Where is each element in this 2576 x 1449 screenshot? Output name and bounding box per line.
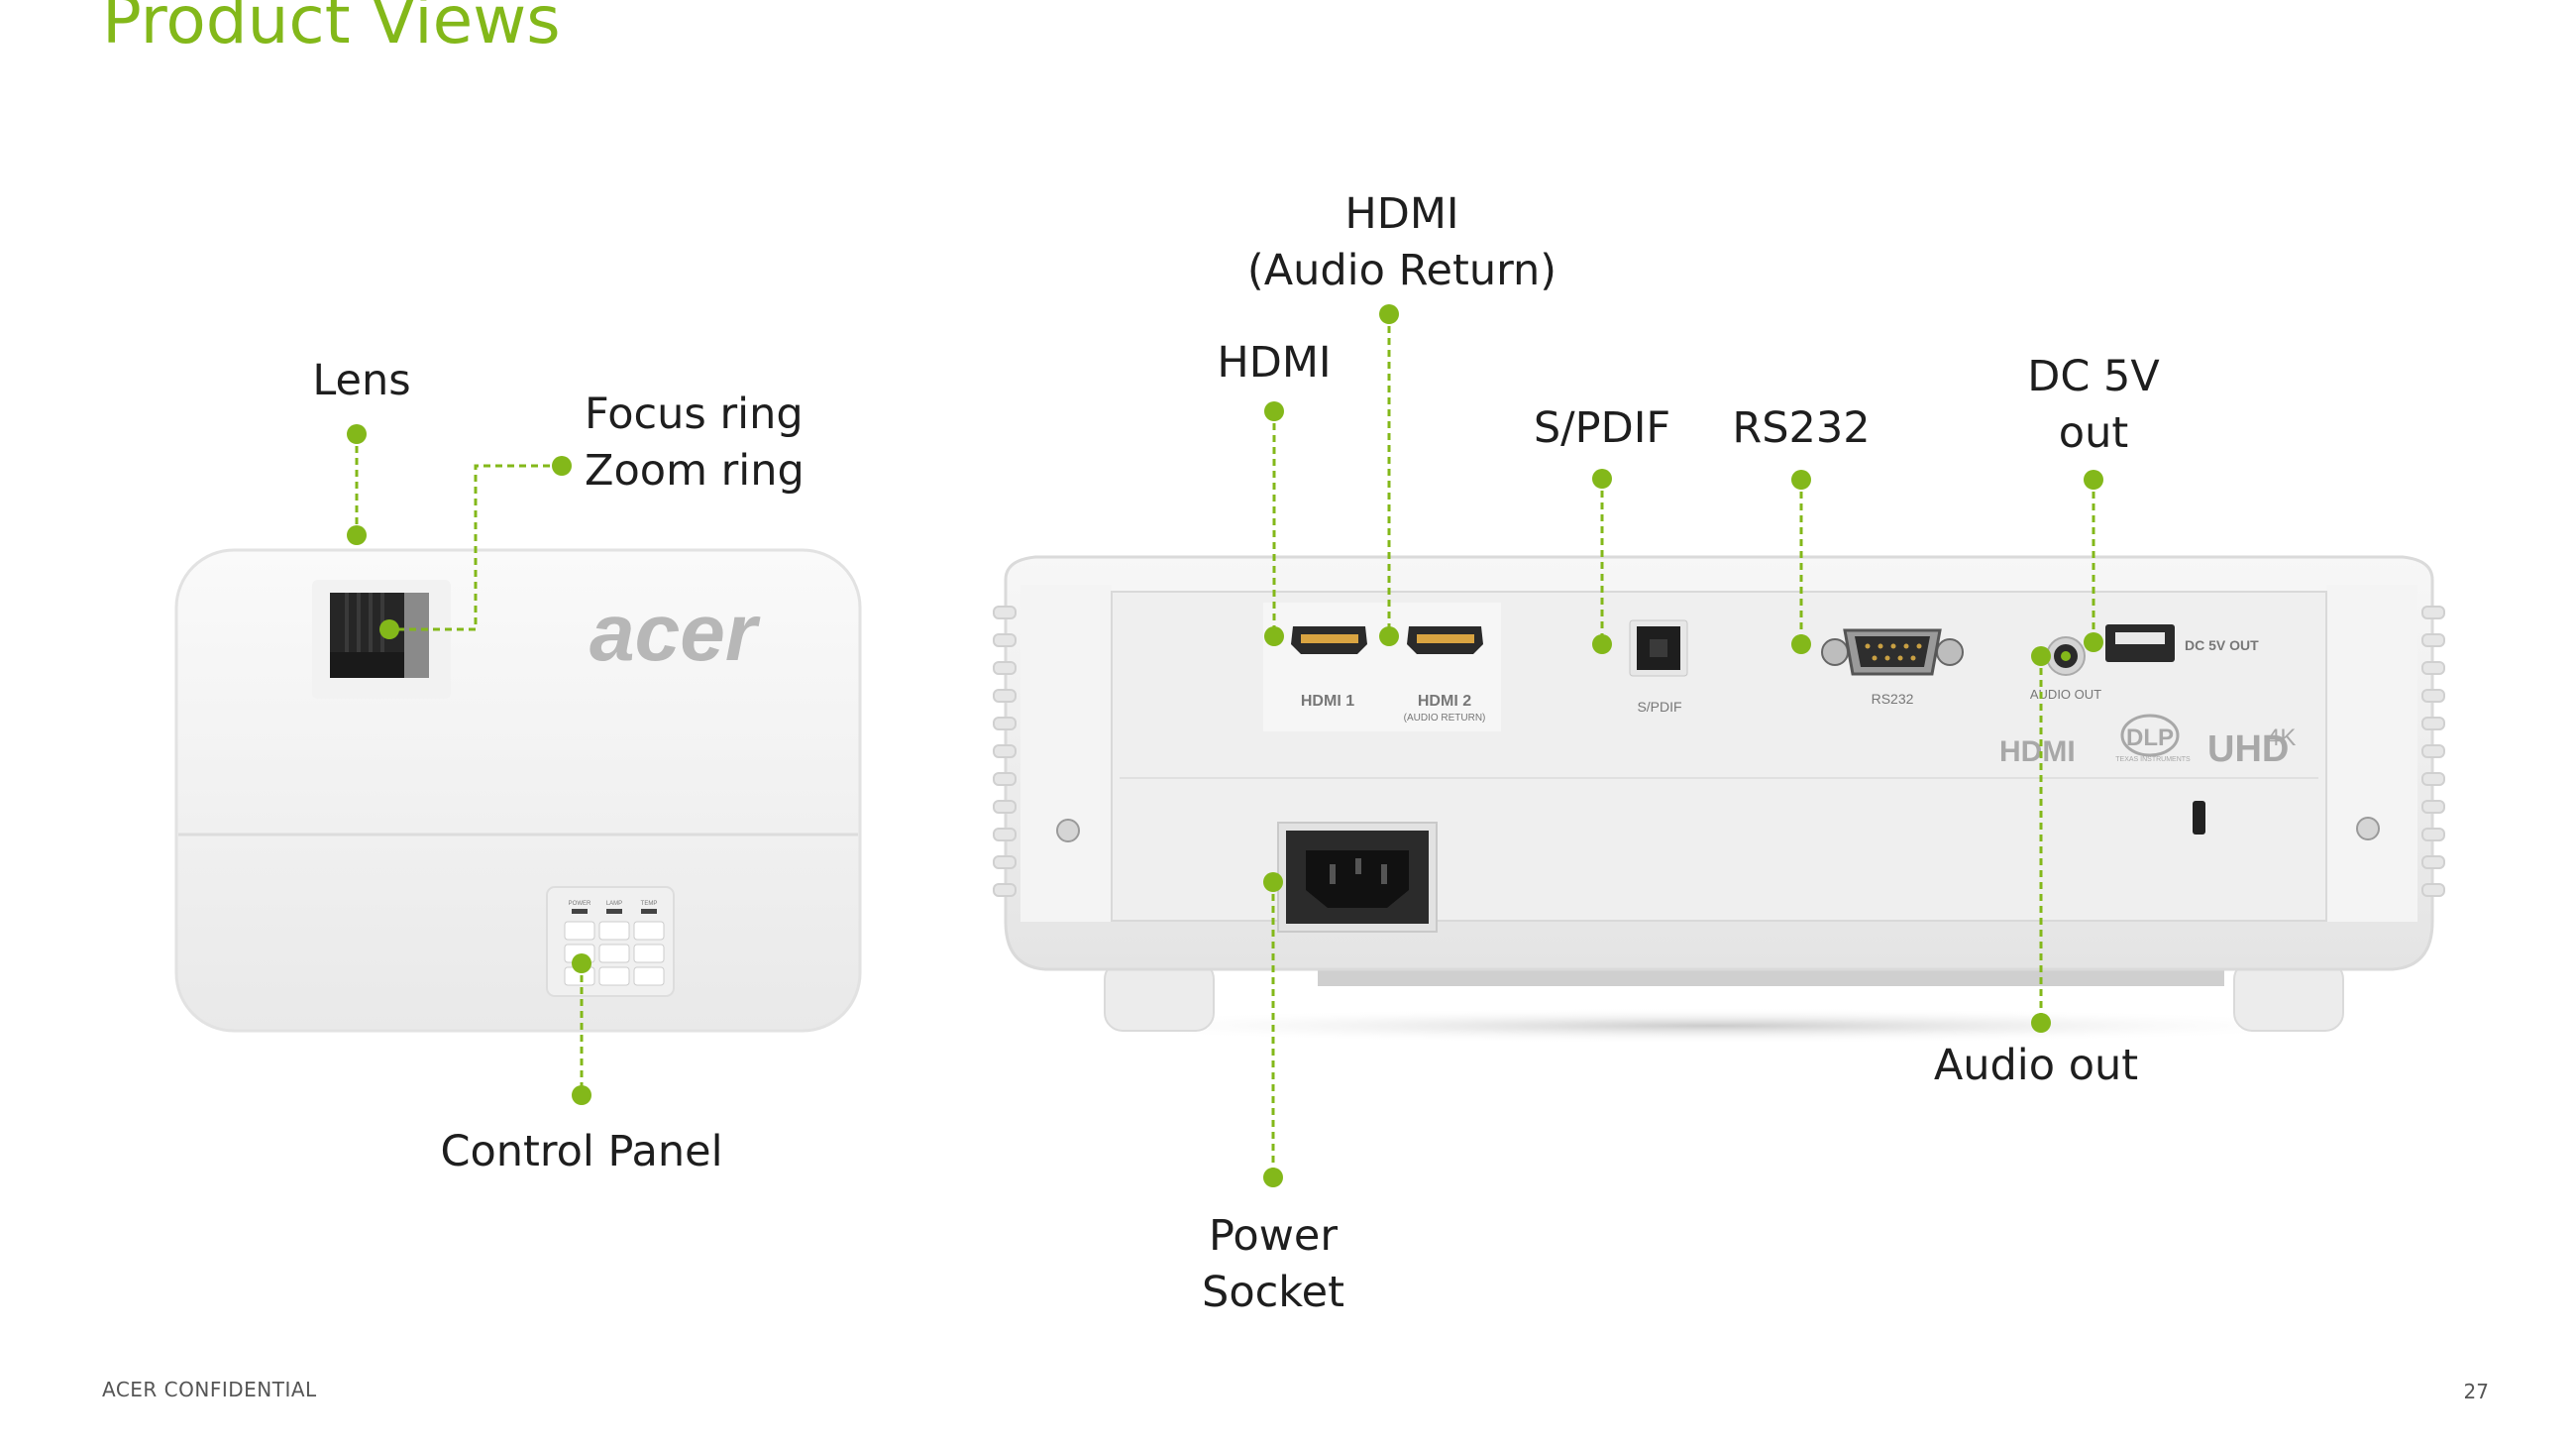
rs232-port: [1821, 628, 1964, 676]
power-socket: [1277, 822, 1438, 933]
bottom-rail: [1318, 966, 2224, 986]
hdmi-arc-label-line1: HDMI: [1344, 189, 1459, 239]
dlp-logo-sub: TEXAS INSTRUMENTS: [2115, 756, 2191, 763]
hdmi-arc-label-line2: (Audio Return): [1246, 246, 1557, 295]
dlp-logo: DLP TEXAS INSTRUMENTS: [2115, 714, 2191, 763]
dc5v-label-line2: out: [2058, 408, 2129, 458]
vent-left: [993, 606, 1017, 897]
audio-out-label: Audio out: [1933, 1041, 2139, 1090]
security-slot-icon: [2193, 801, 2205, 835]
power-light: [572, 909, 588, 914]
hdmi-label: HDMI: [1217, 338, 1332, 388]
foot-right: [2233, 960, 2344, 1032]
callout-dots: [347, 304, 2103, 1187]
hdmi-port-1: [1291, 626, 1367, 654]
callout-dot: [572, 953, 591, 973]
acer-logo: acer: [590, 588, 761, 678]
temp-light: [641, 909, 657, 914]
panel-button[interactable]: [598, 921, 630, 941]
focus-ring-label: Focus ring: [585, 390, 804, 439]
callout-line-focus-zoom: [389, 464, 562, 631]
panel-button[interactable]: [564, 921, 595, 941]
uhd-logo: UHD: [2207, 728, 2289, 770]
control-panel: POWER LAMP TEMP: [546, 886, 675, 997]
callout-dot: [1791, 470, 1811, 490]
callout-dot: [1263, 872, 1283, 892]
footer-confidential: ACER CONFIDENTIAL: [102, 1378, 317, 1401]
hdmi-port-2: [1407, 626, 1483, 654]
callout-dot: [379, 619, 399, 639]
side-column-left: [1020, 585, 1112, 922]
callout-dot: [1592, 634, 1612, 654]
page-title: Product Views: [102, 0, 561, 58]
dc5v-label-line1: DC 5V: [2027, 352, 2160, 401]
callout-lines: [355, 314, 2095, 1177]
foot-left: [1104, 960, 1215, 1032]
side-column-right: [2326, 585, 2417, 922]
callout-dot: [1379, 626, 1399, 646]
spdif-print: S/PDIF: [1637, 699, 1681, 715]
hdmi2-print: HDMI 2: [1418, 693, 1471, 710]
rs232-print: RS232: [1872, 691, 1914, 707]
panel-button[interactable]: [633, 921, 665, 941]
panel-light-label: POWER: [569, 901, 591, 907]
callout-dot: [1264, 626, 1284, 646]
panel-button[interactable]: [633, 966, 665, 986]
lens-label: Lens: [312, 356, 411, 405]
spdif-port: [1629, 619, 1688, 677]
rear-view: HDMI 1 HDMI 2 (AUDIO RETURN) S/PDIF RS23…: [993, 555, 2445, 1044]
audio-out-port: [2046, 636, 2086, 676]
screw-icon: [1056, 819, 1080, 842]
lens-icon: [330, 593, 429, 678]
panel-light-label: LAMP: [606, 901, 622, 907]
power-socket-label-line1: Power: [1208, 1211, 1338, 1261]
control-panel-label: Control Panel: [440, 1127, 723, 1176]
panel-button[interactable]: [598, 966, 630, 986]
rs232-label: RS232: [1732, 403, 1871, 453]
4k-logo: 4K: [2267, 724, 2296, 751]
panel-button[interactable]: [598, 944, 630, 963]
callout-dot: [572, 1085, 591, 1105]
panel-button[interactable]: [633, 944, 665, 963]
panel-light-label: TEMP: [641, 901, 658, 907]
callout-dot: [347, 525, 367, 545]
callout-dot: [1379, 304, 1399, 324]
hdmi-block: [1263, 603, 1501, 731]
callout-dot: [1592, 469, 1612, 489]
front-body: [174, 548, 862, 1033]
callout-dot: [2084, 470, 2103, 490]
hdmi1-print: HDMI 1: [1301, 693, 1354, 710]
dlp-logo-text: DLP: [2126, 724, 2174, 751]
hdmi2-sub-print: (AUDIO RETURN): [1404, 713, 1486, 724]
callout-dot: [1264, 401, 1284, 421]
callout-dot: [2084, 632, 2103, 652]
spdif-label: S/PDIF: [1533, 403, 1671, 453]
floor-shadow: [1060, 1008, 2368, 1044]
callout-dot: [2031, 1013, 2051, 1033]
page-number: 27: [2463, 1380, 2489, 1403]
zoom-ring-label: Zoom ring: [585, 446, 805, 496]
callout-dot: [1263, 1168, 1283, 1187]
vent-right: [2421, 606, 2445, 897]
usb-dc5v-port: [2105, 624, 2175, 662]
screw-icon: [2356, 817, 2380, 840]
power-socket-label-line2: Socket: [1202, 1268, 1344, 1317]
audio-out-print: AUDIO OUT: [2030, 687, 2101, 702]
callout-dot: [1791, 634, 1811, 654]
callout-dot: [347, 424, 367, 444]
front-view: acer POWER LAMP TEMP: [174, 548, 862, 1033]
hdmi-logo: HDMI: [1999, 735, 2076, 768]
dc5v-print: DC 5V OUT: [2185, 637, 2259, 653]
callout-dot: [2031, 646, 2051, 666]
lamp-light: [606, 909, 622, 914]
callout-dot: [552, 456, 572, 476]
